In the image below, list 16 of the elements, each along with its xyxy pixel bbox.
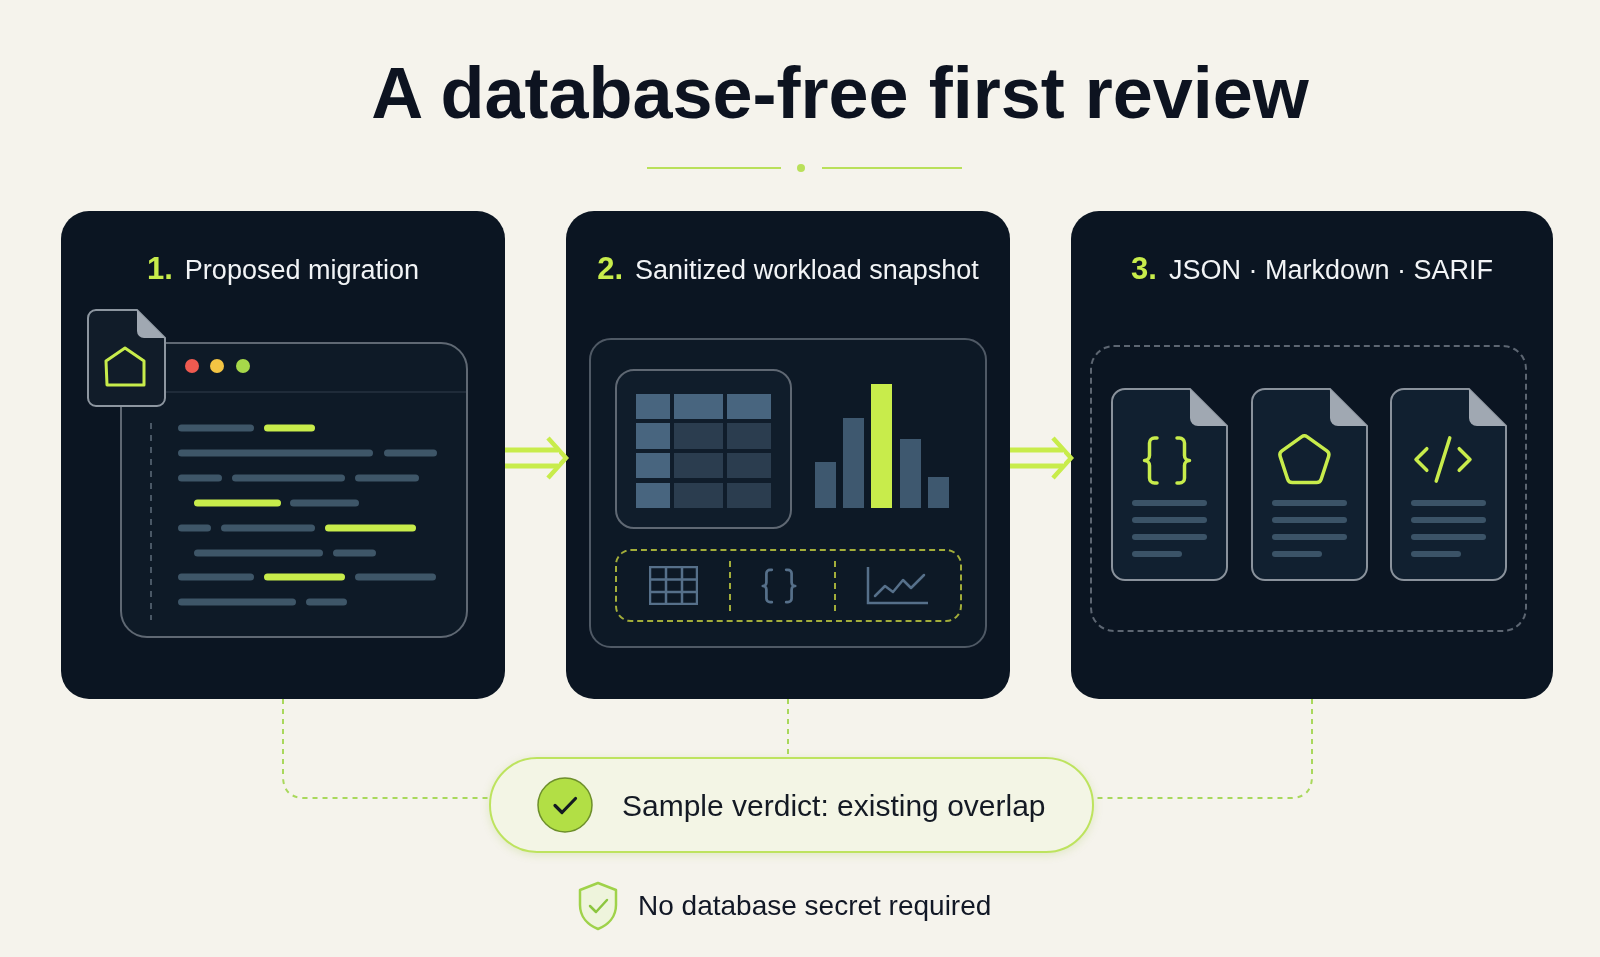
verdict-pill [489, 757, 1094, 853]
step-panel [566, 211, 1010, 699]
step-number: 1. [147, 250, 173, 288]
page-title: A database-free first review [371, 57, 1309, 129]
step-panel [1071, 211, 1553, 699]
double-arrow [1010, 435, 1074, 481]
note-text: No database secret required [638, 889, 992, 923]
step-heading: Sanitized workload snapshot [635, 254, 979, 287]
double-arrow [505, 435, 569, 481]
step-heading: Proposed migration [184, 254, 419, 287]
step-heading: JSON · Markdown · SARIF [1168, 254, 1493, 287]
dashed-connector [282, 698, 490, 799]
step-number: 3. [1131, 250, 1157, 288]
step-panel [61, 211, 505, 699]
verdict-text: Sample verdict: existing overlap [622, 787, 1046, 824]
step-number: 2. [597, 250, 624, 288]
